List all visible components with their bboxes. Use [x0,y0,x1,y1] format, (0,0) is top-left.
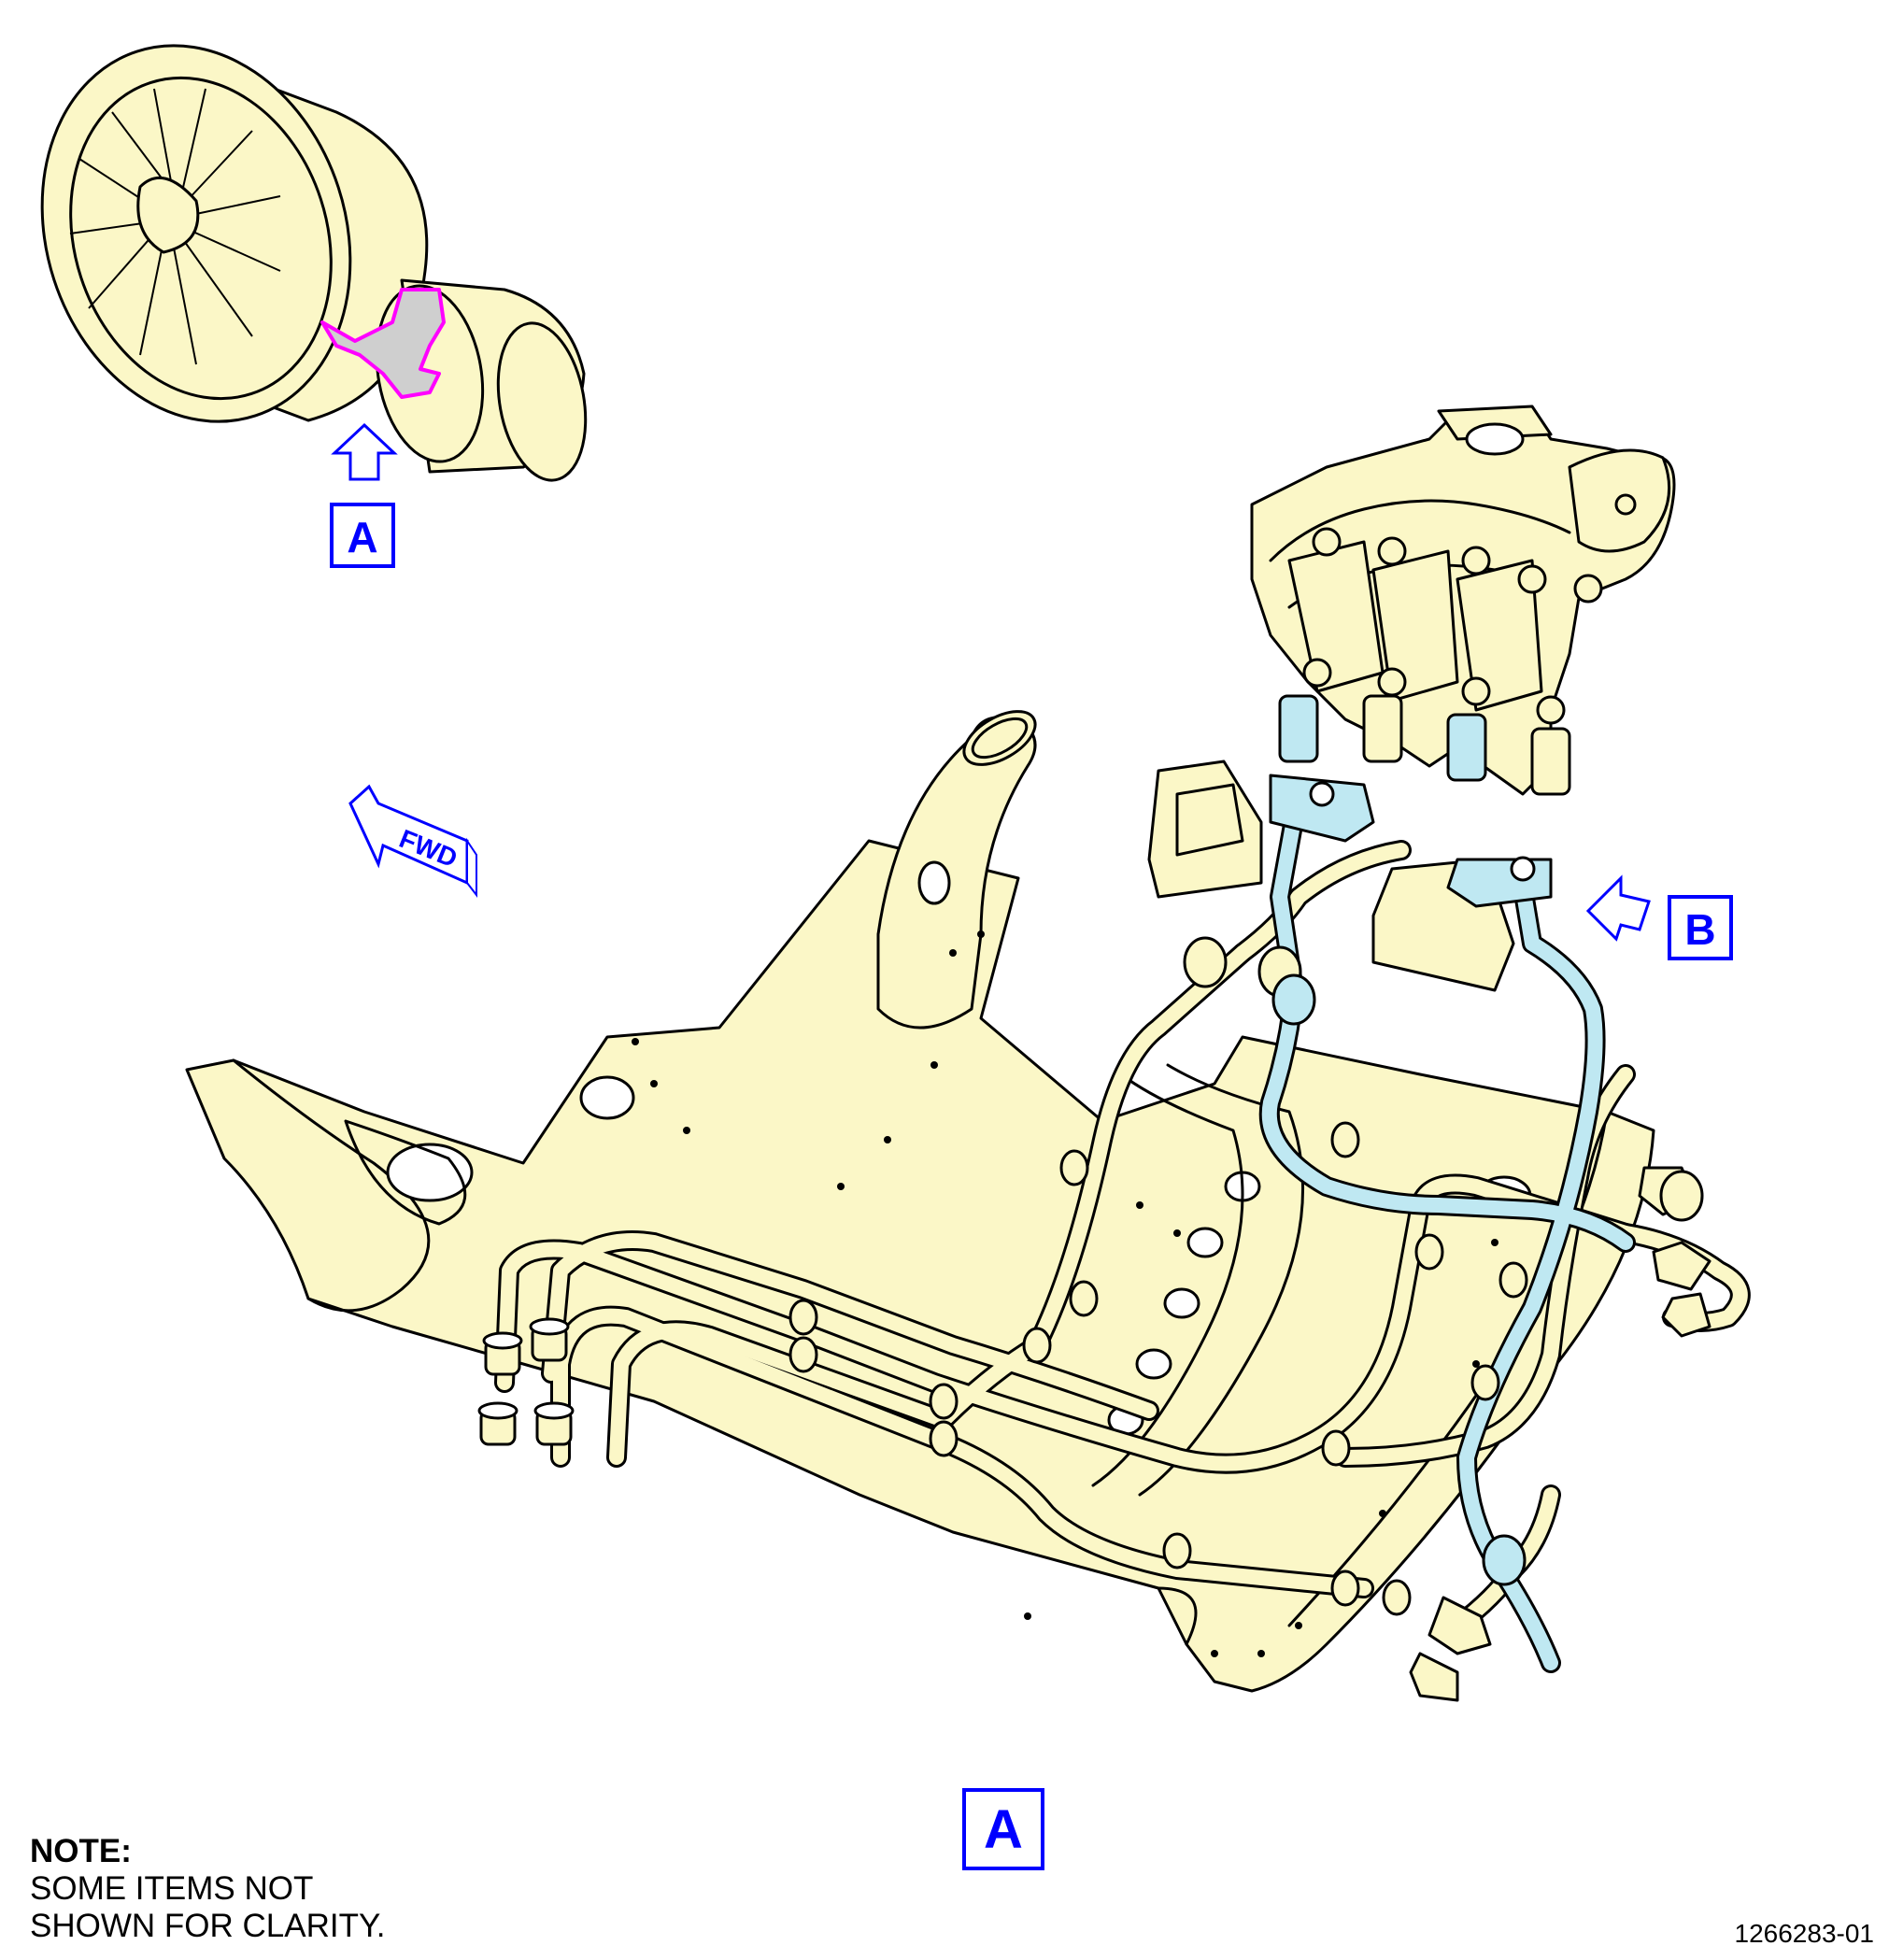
engine-locator-view [40,44,588,482]
note-title: NOTE: [30,1833,132,1869]
fuel-pump-unit [1250,405,1676,908]
locator-highlight [320,288,446,399]
callout-label-a-detail: A [984,1799,1023,1860]
figure-number: 1266283-01 [1734,1919,1874,1948]
hollow-arrow-icon [331,422,398,481]
callout-label-b: B [1684,905,1715,954]
note-line-1: SOME ITEMS NOT [30,1870,314,1907]
vertical-duct [876,716,1037,1030]
tube-fittings-left [477,1317,575,1446]
callout-box-b[interactable]: B [1668,895,1733,960]
callout-label-a-locator: A [347,513,377,561]
note-line-2: SHOWN FOR CLARITY. [30,1908,386,1944]
fwd-arrow-icon: FWD [348,784,477,898]
hollow-arrow-icon [1585,874,1651,942]
note-block: NOTE: SOME ITEMS NOT SHOWN FOR CLARITY. [30,1833,386,1945]
fuel-tube-assembly [185,405,1751,1702]
callout-box-a-detail[interactable]: A [962,1788,1044,1870]
callout-box-a-locator[interactable]: A [330,503,395,568]
bracket-left [1147,760,1263,899]
